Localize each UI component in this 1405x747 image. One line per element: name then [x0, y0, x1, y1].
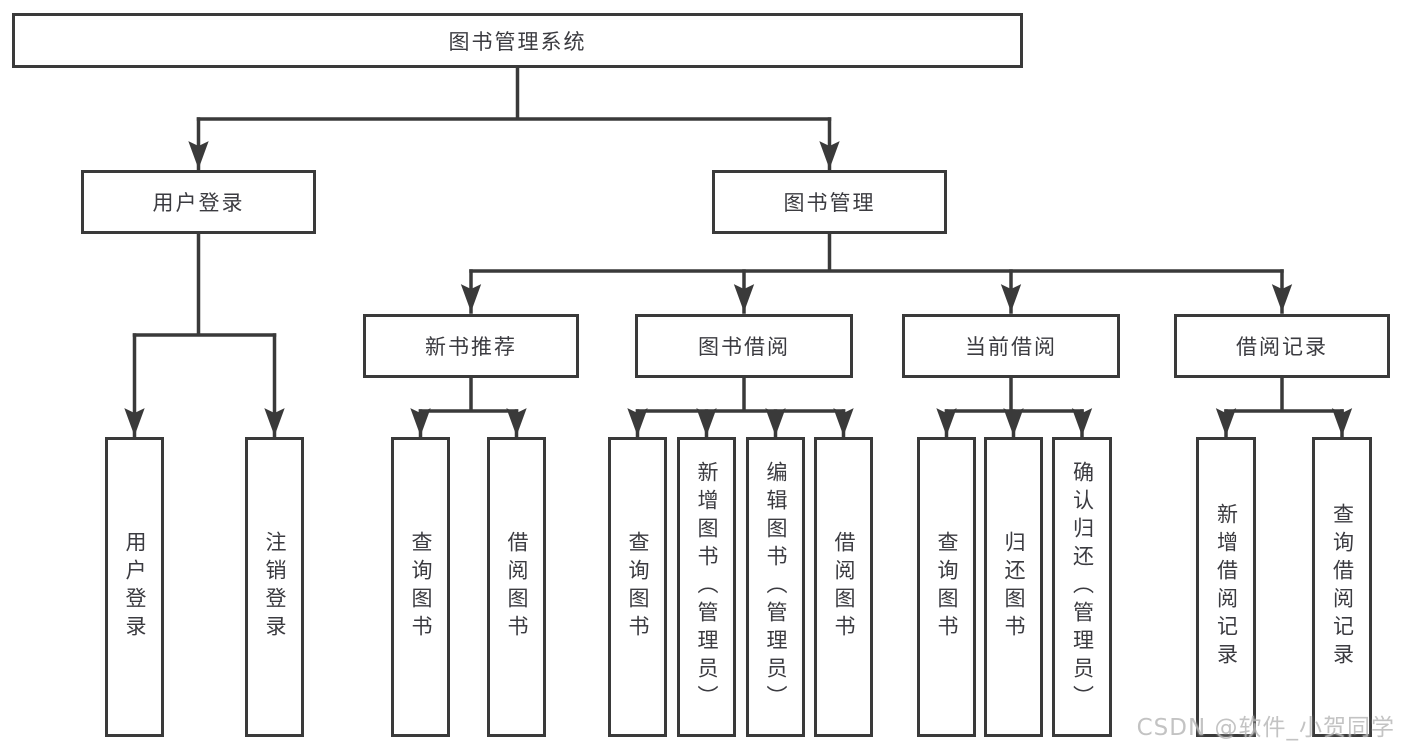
leaf-current-return-books-label: 归还图书: [1002, 531, 1026, 643]
node-new-book-recommend: 新书推荐: [363, 314, 579, 378]
leaf-records-add-record-label: 新增借阅记录: [1214, 503, 1239, 671]
leaf-current-return-books: 归还图书: [984, 437, 1043, 737]
leaf-recommend-query-books-label: 查询图书: [409, 531, 433, 643]
leaf-borrow-borrow-books-label: 借阅图书: [832, 531, 856, 643]
leaf-borrow-add-books-admin: 新增图书（管理员）: [677, 437, 736, 737]
leaf-borrow-borrow-books: 借阅图书: [814, 437, 873, 737]
node-book-borrow-label: 图书借阅: [698, 335, 790, 359]
leaf-borrow-edit-books-admin: 编辑图书（管理员）: [746, 437, 805, 737]
leaf-records-query-record-label: 查询借阅记录: [1330, 503, 1355, 671]
leaf-borrow-add-books-admin-label: 新增图书（管理员）: [695, 461, 719, 713]
leaf-records-query-record: 查询借阅记录: [1312, 437, 1372, 737]
leaf-borrow-query-books-label: 查询图书: [626, 531, 650, 643]
node-book-management: 图书管理: [712, 170, 947, 234]
leaf-user-login: 用户登录: [105, 437, 164, 737]
leaf-recommend-query-books: 查询图书: [391, 437, 450, 737]
node-book-borrow: 图书借阅: [635, 314, 853, 378]
leaf-current-confirm-return-admin: 确认归还（管理员）: [1052, 437, 1112, 737]
leaf-logout: 注销登录: [245, 437, 304, 737]
node-borrow-records: 借阅记录: [1174, 314, 1390, 378]
leaf-borrow-query-books: 查询图书: [608, 437, 667, 737]
node-current-borrow: 当前借阅: [902, 314, 1120, 378]
leaf-current-query-books: 查询图书: [917, 437, 976, 737]
csdn-watermark: CSDN @软件_小贺同学: [1136, 715, 1395, 741]
node-book-management-label: 图书管理: [783, 191, 876, 215]
node-user-login-label: 用户登录: [152, 191, 245, 215]
leaf-current-confirm-return-admin-label: 确认归还（管理员）: [1070, 461, 1095, 713]
leaf-recommend-borrow-books-label: 借阅图书: [505, 531, 529, 643]
leaf-user-login-label: 用户登录: [123, 531, 147, 643]
node-current-borrow-label: 当前借阅: [965, 335, 1057, 359]
node-borrow-records-label: 借阅记录: [1236, 335, 1328, 359]
leaf-current-query-books-label: 查询图书: [935, 531, 959, 643]
leaf-recommend-borrow-books: 借阅图书: [487, 437, 546, 737]
leaf-logout-label: 注销登录: [263, 531, 287, 643]
node-root-system-label: 图书管理系统: [448, 29, 587, 54]
node-new-book-recommend-label: 新书推荐: [425, 335, 517, 359]
leaf-records-add-record: 新增借阅记录: [1196, 437, 1256, 737]
node-root-system: 图书管理系统: [12, 13, 1023, 68]
node-user-login: 用户登录: [81, 170, 316, 234]
leaf-borrow-edit-books-admin-label: 编辑图书（管理员）: [764, 461, 788, 713]
